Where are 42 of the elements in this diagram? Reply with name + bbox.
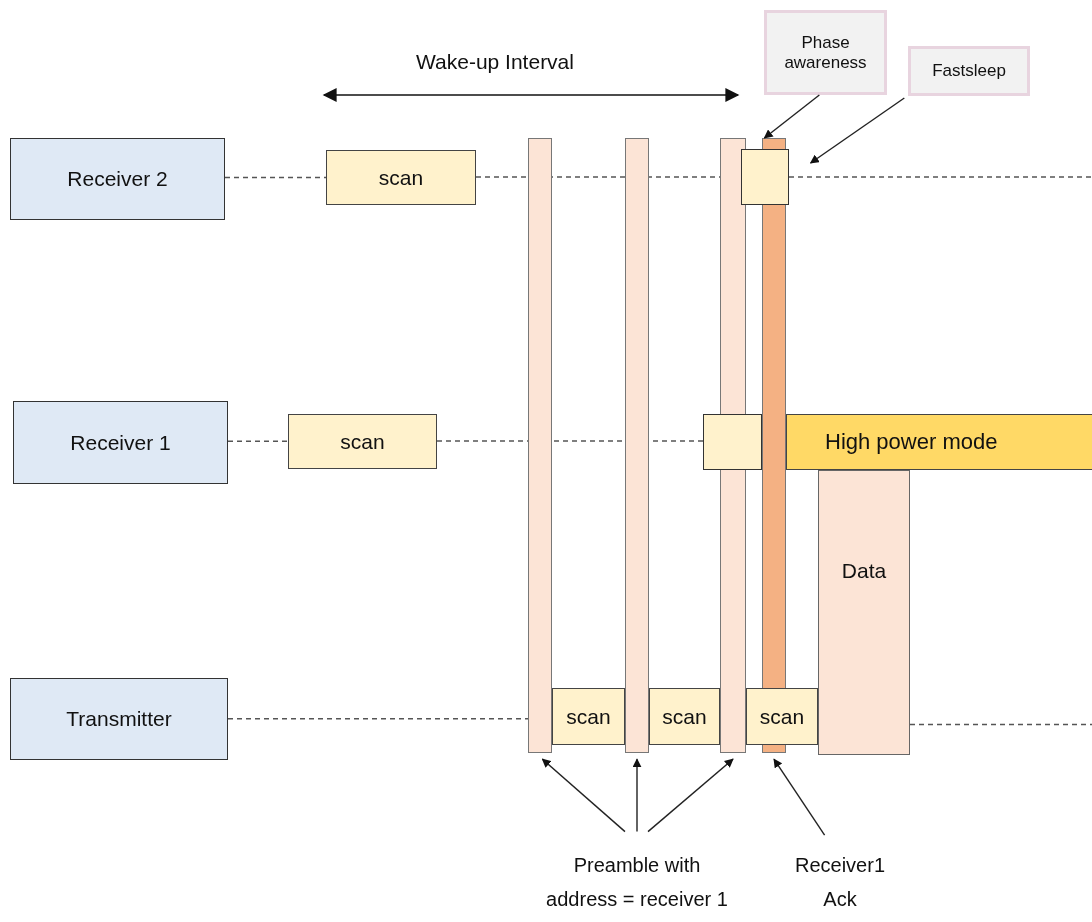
scan-box [552,688,625,745]
node-label: scan [759,704,805,729]
node-label: scan [378,165,424,190]
node-label: Fastsleep [932,61,1006,81]
packet-bar [528,138,552,753]
arrow [809,97,906,164]
scan-box [746,688,818,745]
scan-box [288,414,437,469]
lane-label-box [13,401,228,484]
arrow [763,94,821,139]
node-label: scan [662,704,707,729]
node-label: Receiver 2 [67,167,168,191]
node-label: High power mode [825,429,998,455]
timeline-line [224,176,327,179]
slot-box [703,414,762,470]
slot-box [741,149,789,205]
annotation-text: Receiver1 Ack [793,853,886,912]
interval-label: Wake-up Interval [415,50,575,74]
arrow [647,758,734,833]
timeline-line [909,723,1092,726]
timeline-line [227,440,289,442]
arrow [773,758,826,836]
arrow [541,758,626,833]
callout-box [908,46,1030,96]
arrow [632,758,642,833]
scan-box [326,150,476,205]
node-label: Transmitter [66,707,172,731]
scan-box [649,688,720,745]
timeline-line [227,718,529,720]
node-label: Data [841,559,887,583]
annotation-text: Preamble with address = receiver 1 [545,853,729,912]
packet-bar [818,470,910,755]
packet-bar [625,138,649,753]
node-label: Phase awareness [783,32,868,73]
lane-label-box [10,678,228,760]
lane-label-box [10,138,225,220]
node-label: scan [566,704,611,729]
timeline-line [788,176,1092,178]
node-label: Receiver 1 [70,430,171,455]
mode-band [786,414,1092,470]
callout-box [764,10,887,95]
node-label: scan [340,429,385,454]
